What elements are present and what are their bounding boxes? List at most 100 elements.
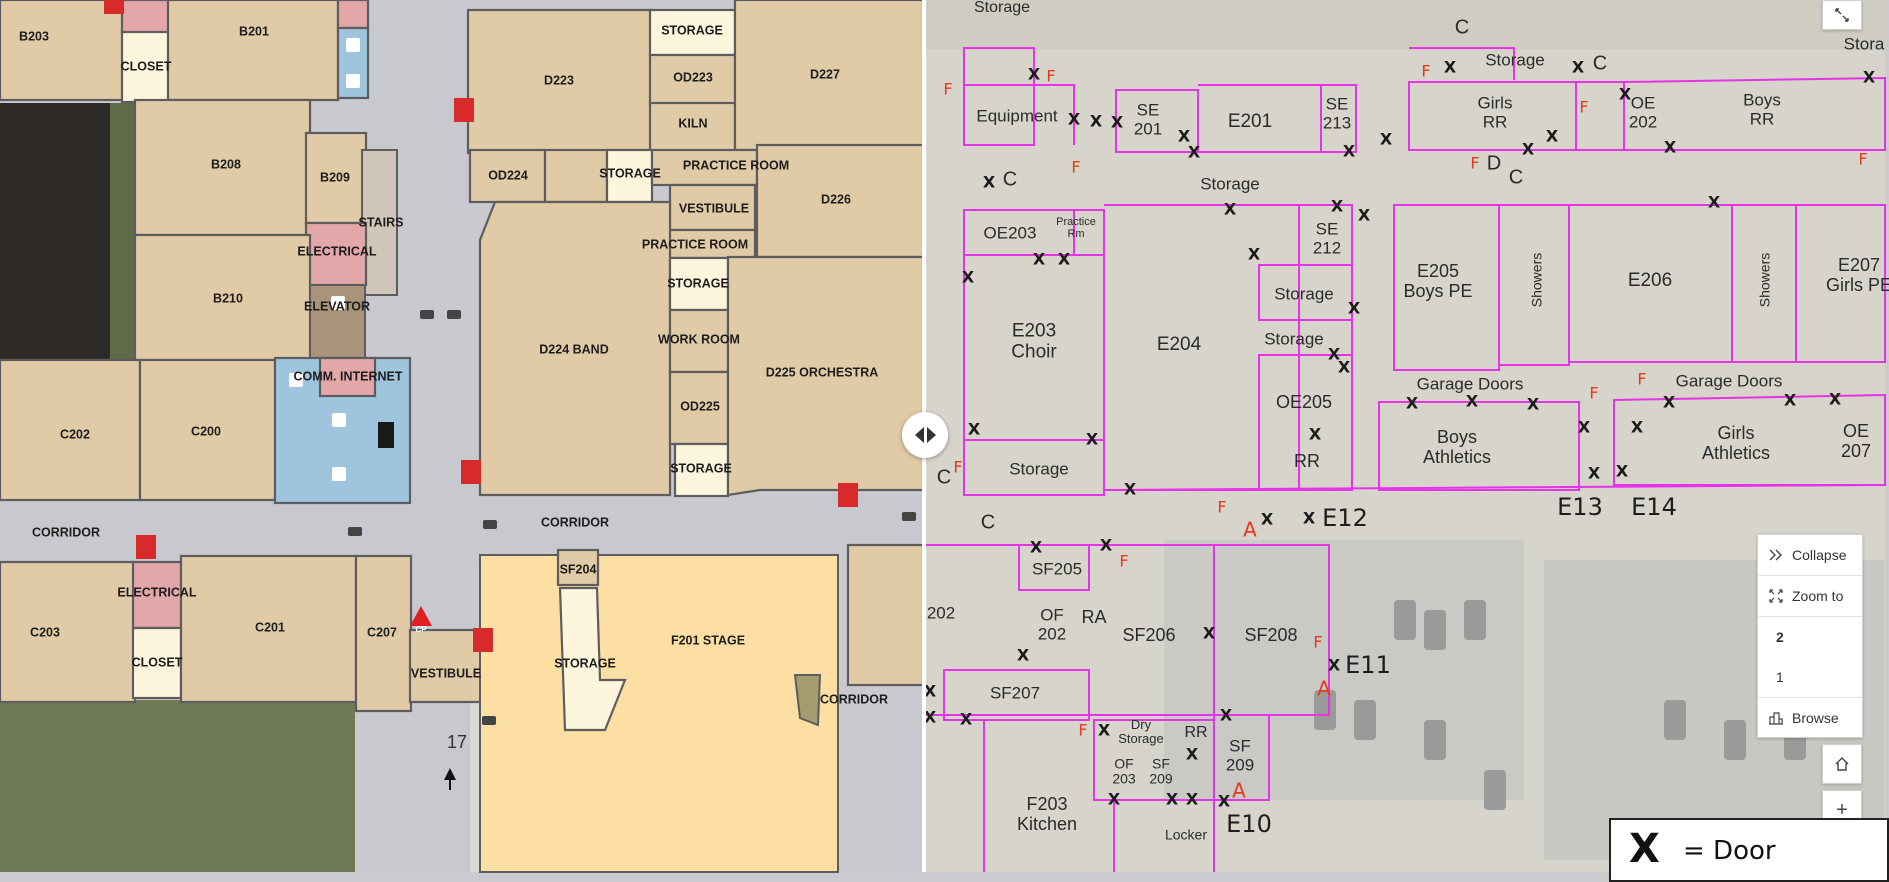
svg-text:A: A	[1232, 779, 1246, 803]
room-shape	[793, 674, 822, 727]
entrance-label: E14	[1631, 493, 1677, 521]
room-label: CORRIDOR	[820, 692, 888, 706]
stair-number: 17	[447, 732, 467, 752]
room-label: C202	[60, 427, 90, 441]
svg-text:X: X	[960, 710, 973, 729]
room-shape[interactable]	[0, 0, 127, 102]
svg-text:X: X	[1090, 112, 1103, 131]
room-shape[interactable]	[131, 626, 183, 700]
svg-text:X: X	[1186, 790, 1199, 809]
legend-symbol: X	[1629, 826, 1660, 872]
room-label: OD224	[488, 168, 528, 182]
room-shape[interactable]	[133, 233, 312, 362]
svg-text:X: X	[1028, 65, 1041, 84]
plan-label: Locker	[1165, 827, 1207, 843]
floor-option-2[interactable]: 2	[1776, 629, 1784, 645]
svg-text:X: X	[1220, 706, 1233, 725]
browse-label: Browse	[1792, 710, 1839, 726]
room-label: WORK ROOM	[658, 332, 740, 346]
plan-label: Showers	[1757, 253, 1773, 307]
double-chevron-right-icon	[1768, 547, 1784, 563]
collapse-button[interactable]: Collapse	[1758, 535, 1862, 576]
svg-text:X: X	[1224, 200, 1237, 219]
svg-text:X: X	[1522, 140, 1535, 159]
room-shape[interactable]	[138, 358, 277, 502]
room-shape[interactable]	[120, 28, 172, 104]
room-shape[interactable]	[846, 543, 925, 687]
room-shape[interactable]	[543, 148, 609, 204]
room-shape[interactable]	[668, 256, 730, 312]
room-shape[interactable]	[648, 101, 737, 155]
swipe-handle[interactable]	[902, 412, 948, 458]
camera-icons	[348, 310, 916, 725]
room-label: STORAGE	[670, 461, 732, 475]
entrance-label: E12	[1322, 504, 1368, 532]
room-shape[interactable]	[354, 554, 413, 713]
home-button[interactable]	[1822, 744, 1862, 784]
room-shape[interactable]	[361, 149, 398, 296]
room-label: STORAGE	[554, 656, 616, 670]
svg-text:X: X	[1664, 138, 1677, 157]
svg-text:F: F	[1579, 98, 1588, 117]
svg-text:X: X	[1058, 250, 1071, 269]
zoom-to-button[interactable]: Zoom to	[1758, 576, 1862, 617]
room-shape[interactable]	[0, 358, 142, 502]
svg-text:X: X	[1444, 58, 1457, 77]
svg-text:X: X	[1186, 745, 1199, 764]
room-shape[interactable]	[466, 8, 655, 155]
floor-option-1[interactable]: 1	[1758, 657, 1862, 698]
room-shape[interactable]	[668, 370, 730, 446]
svg-text:X: X	[1124, 480, 1137, 499]
room-shape[interactable]	[556, 548, 600, 587]
room-shape[interactable]	[131, 560, 183, 630]
aerial-vehicles	[1314, 600, 1806, 810]
aerial-band	[924, 0, 1885, 50]
svg-text:F: F	[1589, 384, 1598, 403]
room-shape[interactable]	[478, 200, 672, 497]
room-shape[interactable]	[304, 131, 368, 225]
room-shape[interactable]	[318, 356, 377, 398]
home-icon	[1835, 757, 1849, 771]
room-shape[interactable]	[120, 0, 172, 34]
room-shape[interactable]	[166, 0, 340, 102]
floor-plan-map[interactable]: B203 B201 CLOSET B208 B209 STAIRS ELECTR…	[0, 0, 925, 873]
room-shape[interactable]	[668, 183, 757, 232]
svg-text:F: F	[1313, 633, 1322, 652]
room-label: B203	[19, 29, 49, 43]
room-shape[interactable]	[336, 0, 370, 30]
plan-label: SF207	[990, 683, 1040, 702]
svg-text:A: A	[1243, 518, 1257, 542]
svg-text:F: F	[1858, 150, 1867, 169]
svg-text:X: X	[924, 682, 937, 701]
room-shape[interactable]	[133, 98, 312, 237]
room-shape[interactable]	[179, 554, 358, 704]
room-shape[interactable]	[479, 554, 839, 873]
svg-text:X: X	[1100, 536, 1113, 555]
room-shape[interactable]	[673, 442, 730, 498]
browse-button[interactable]: Browse	[1758, 698, 1862, 738]
room-shape[interactable]	[0, 560, 137, 704]
room-shape[interactable]	[733, 0, 925, 152]
svg-text:X: X	[1784, 391, 1797, 410]
room-shape[interactable]	[408, 628, 487, 704]
expand-button[interactable]	[1822, 0, 1862, 30]
arrow-right-icon	[926, 427, 936, 443]
svg-text:X: X	[1098, 721, 1111, 740]
room-label: STORAGE	[599, 166, 661, 180]
svg-text:X: X	[1218, 792, 1231, 811]
room-shape[interactable]	[558, 586, 627, 732]
svg-text:X: X	[1708, 193, 1721, 212]
room-shape[interactable]	[648, 8, 737, 57]
svg-text:X: X	[1033, 250, 1046, 269]
room-label: D224 BAND	[539, 342, 608, 356]
room-label: STORAGE	[661, 23, 723, 37]
